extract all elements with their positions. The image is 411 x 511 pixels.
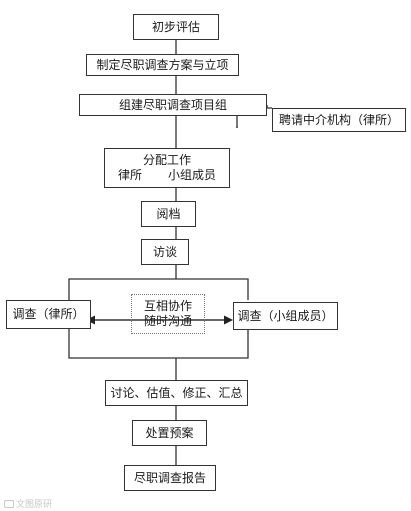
frame-top xyxy=(68,278,249,300)
collaborate-line1: 互相协作 xyxy=(143,299,192,313)
assign-work-row: 律所 小组成员 xyxy=(118,168,216,183)
investigate-law-firm-label: 调查（律所） xyxy=(12,307,85,321)
plan-handling-label: 处置预案 xyxy=(145,425,194,440)
investigate-law-firm-box: 调查（律所） xyxy=(6,300,91,329)
initial-assessment-label: 初步评估 xyxy=(151,19,200,34)
collaborate-box: 互相协作 随时沟通 xyxy=(131,294,205,334)
discuss-box: 讨论、估值、修正、汇总 xyxy=(105,380,248,406)
plan-label: 制定尽职调查方案与立项 xyxy=(96,57,229,72)
collaborate-line2: 随时沟通 xyxy=(143,314,192,328)
team-box: 组建尽职调查项目组 xyxy=(79,94,267,116)
interview-label: 访谈 xyxy=(152,244,177,259)
assign-work-law-firm: 律所 xyxy=(117,168,142,182)
review-files-label: 阅档 xyxy=(156,206,181,221)
report-box: 尽职调查报告 xyxy=(124,465,216,491)
hire-intermediary-label: 聘请中介机构（律所） xyxy=(278,112,399,127)
watermark-text: 文图原研 xyxy=(16,500,53,510)
team-label: 组建尽职调查项目组 xyxy=(118,97,227,112)
investigate-team-label: 调查（小组成员） xyxy=(237,308,334,323)
report-label: 尽职调查报告 xyxy=(133,470,206,485)
hire-intermediary-box: 聘请中介机构（律所） xyxy=(272,108,406,132)
double-arrow-right-head xyxy=(224,315,233,325)
line-hire-horizontal xyxy=(266,105,272,109)
watermark-icon xyxy=(4,499,14,508)
discuss-label: 讨论、估值、修正、汇总 xyxy=(110,385,243,400)
initial-assessment-box: 初步评估 xyxy=(133,14,219,40)
frame-bottom xyxy=(68,329,249,359)
watermark: 文图原研 xyxy=(4,497,52,510)
plan-handling-box: 处置预案 xyxy=(132,420,207,446)
review-files-box: 阅档 xyxy=(141,201,196,227)
investigate-team-box: 调查（小组成员） xyxy=(233,302,338,330)
assign-work-title: 分配工作 xyxy=(142,153,191,167)
assign-work-team-members: 小组成员 xyxy=(168,168,217,182)
interview-box: 访谈 xyxy=(141,239,189,265)
assign-work-box: 分配工作 律所 小组成员 xyxy=(104,148,230,188)
plan-box: 制定尽职调查方案与立项 xyxy=(86,54,239,76)
